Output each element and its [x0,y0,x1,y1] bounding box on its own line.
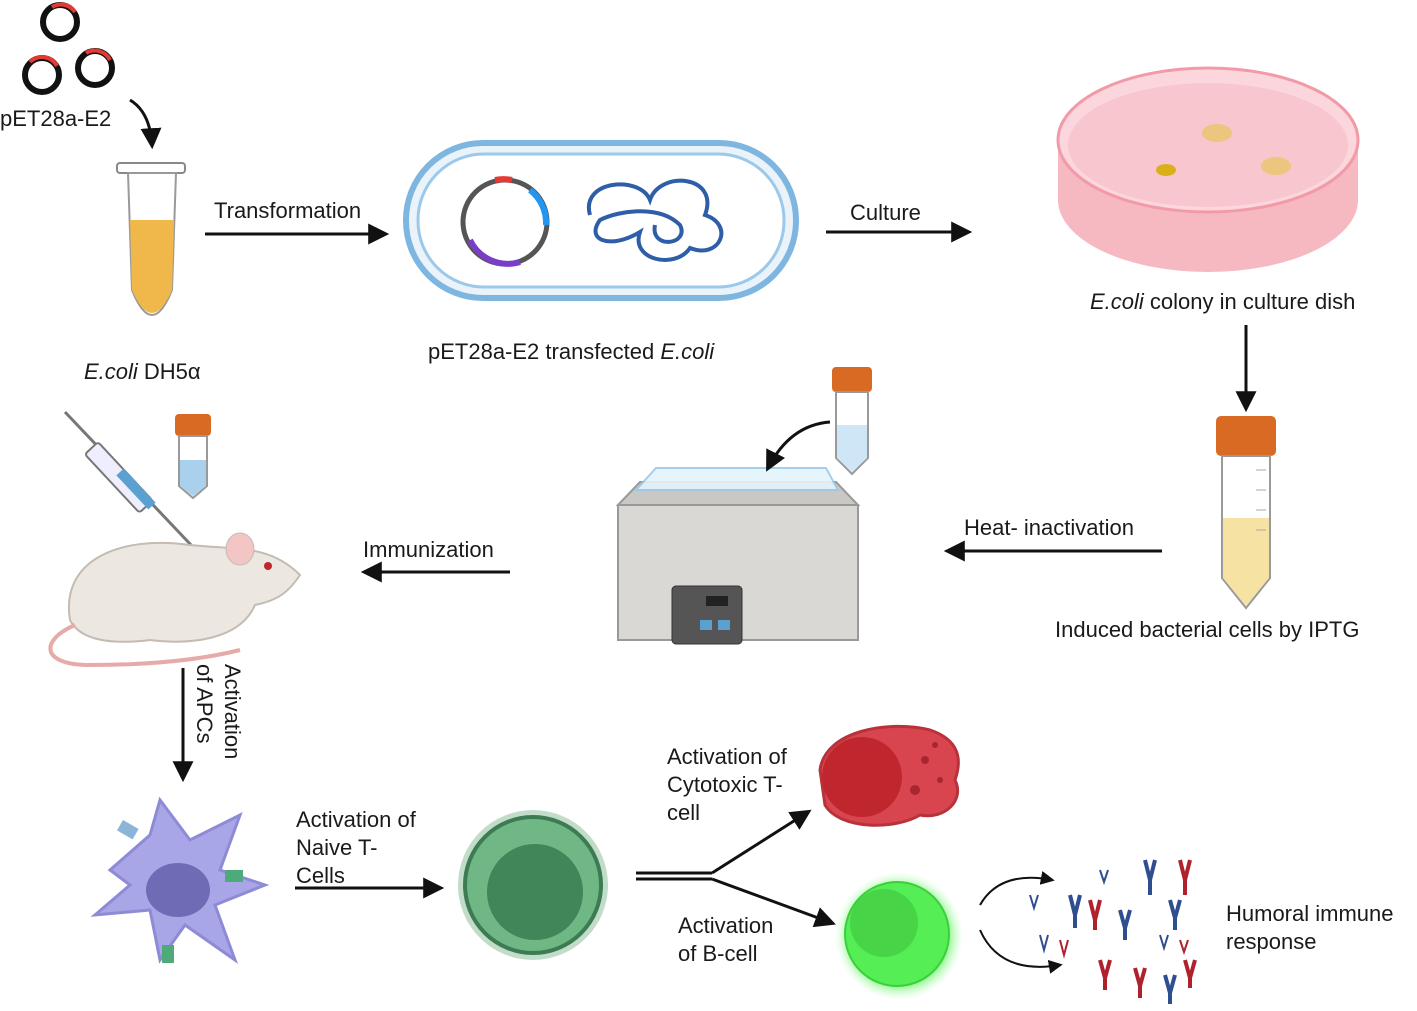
apc-activation-label: Activation of APCs [192,664,245,760]
bcell-arrow [711,877,836,928]
plasmid-icon [22,2,115,95]
induced-label: Induced bacterial cells by IPTG [1055,617,1360,642]
transfected-label-italic: E.coli [660,339,715,364]
colony-label-italic: E.coli [1090,289,1144,314]
tube-to-bath-arrow [766,420,831,472]
plasmid-label: pET28a-E2 [0,106,112,131]
plasmid-arrow [129,98,162,150]
b-cell-icon [835,872,963,1000]
immunization-label: Immunization [363,537,494,562]
t-cell-icon [458,810,608,960]
colony-label: E.coli colony in culture dish [1090,288,1355,316]
antibodies-icon [1029,859,1197,1004]
cytotoxic-label: Activation of Cytotoxic T-cell [667,744,787,825]
humoral-label: Humoral immune response [1226,901,1394,954]
transformation-label: Transformation [214,198,362,223]
antibody-arrow-bottom [979,929,1063,974]
colony-label-rest: colony in culture dish [1143,289,1356,314]
cytotoxic-cell-icon [818,724,960,827]
naive-t-label: Activation of Naive T-Cells [296,807,416,888]
falcon-tube-icon [1216,416,1276,610]
transfected-label: pET28a-E2 transfected E.coli [428,338,714,366]
vaccine-tube-icon [175,414,211,500]
heat-label: Heat- inactivation [964,515,1134,540]
ecoli-tube-icon [116,162,186,316]
water-bath-icon [615,467,861,645]
strain-label-rest: DH5α [137,359,201,384]
syringe-icon [63,410,194,548]
strain-label: E.coli DH5α [84,358,201,386]
strain-label-italic: E.coli [84,359,138,384]
bcell-label: Activation of B-cell [678,913,774,966]
petri-dish-icon [1056,66,1360,272]
bacterium-icon [403,140,799,301]
small-falcon-tube-icon [832,367,872,476]
mouse-icon [48,532,302,668]
apc-cell-icon [90,796,270,964]
antibody-arrow-top [979,871,1055,906]
culture-label: Culture [850,200,921,225]
cytotoxic-arrow [711,809,812,875]
transfected-label-rest: pET28a-E2 transfected [428,339,661,364]
